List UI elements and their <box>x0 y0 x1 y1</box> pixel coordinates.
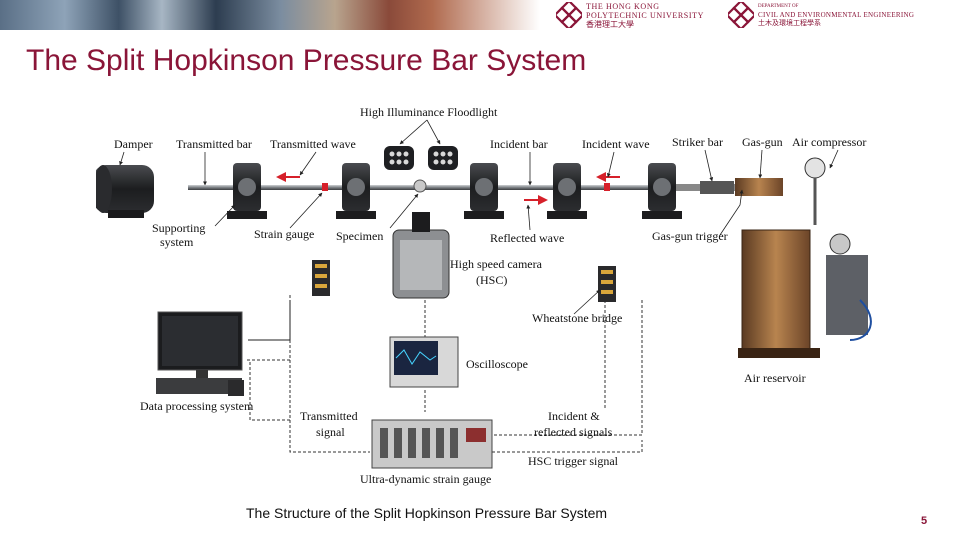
label-hsc-trigger: HSC trigger signal <box>528 454 619 468</box>
polyu-emblem-icon <box>556 2 582 28</box>
floodlights <box>384 146 458 170</box>
label-specimen: Specimen <box>336 229 383 243</box>
damper <box>96 165 154 218</box>
department-logo: DEPARTMENT OF CIVIL AND ENVIRONMENTAL EN… <box>728 2 914 28</box>
label-supporting: Supporting <box>152 221 205 235</box>
header-banner: THE HONG KONG POLYTECHNIC UNIVERSITY 香港理… <box>0 0 960 30</box>
solid-lines <box>248 300 291 341</box>
logo-line: POLYTECHNIC UNIVERSITY <box>586 10 704 20</box>
label-incident-and: Incident & <box>548 409 600 423</box>
label-floodlight: High Illuminance Floodlight <box>360 105 498 119</box>
polyu-logo: THE HONG KONG POLYTECHNIC UNIVERSITY 香港理… <box>556 1 704 29</box>
logo-line: CIVIL AND ENVIRONMENTAL ENGINEERING <box>758 11 915 19</box>
label-strain-gauge: Strain gauge <box>254 227 314 241</box>
data-processing-computer <box>156 311 244 396</box>
label-air-compressor: Air compressor <box>792 135 866 149</box>
hsc-trigger-line <box>492 440 643 453</box>
label-strain-gauge-device: Ultra-dynamic strain gauge <box>360 472 491 486</box>
logo-line: THE HONG KONG <box>586 1 660 11</box>
label-gas-gun: Gas-gun <box>742 135 783 149</box>
logo-line: 土木及環境工程學系 <box>758 19 821 27</box>
page-number: 5 <box>921 515 928 527</box>
label-transmitted-wave: Transmitted wave <box>270 137 356 151</box>
label-transmitted-signal: Transmitted <box>300 409 358 423</box>
label-hsc: High speed camera <box>450 257 543 271</box>
air-compressor-unit <box>804 157 872 341</box>
gun-barrel <box>658 184 738 191</box>
high-speed-camera <box>392 212 450 299</box>
banner-photo <box>0 0 540 30</box>
label-oscilloscope: Oscilloscope <box>466 357 528 371</box>
wave-arrows <box>276 172 620 205</box>
label-incident-bar: Incident bar <box>490 137 548 151</box>
gas-gun-body <box>735 178 783 196</box>
label-gas-gun-trigger: Gas-gun trigger <box>652 229 728 243</box>
label-data-processing: Data processing system <box>140 399 254 413</box>
label-striker-bar: Striker bar <box>672 135 723 149</box>
callout-lines <box>119 119 839 315</box>
department-emblem-icon <box>728 2 754 28</box>
logo-line: 香港理工大學 <box>586 19 634 29</box>
oscilloscope-device <box>389 336 459 388</box>
incident-signal-line <box>492 300 643 436</box>
logo-line: DEPARTMENT OF <box>758 4 799 9</box>
label-system: system <box>160 235 194 249</box>
label-air-reservoir: Air reservoir <box>744 371 806 385</box>
strain-gauge-device <box>371 419 493 469</box>
label-signal: signal <box>316 425 345 439</box>
computer-link-line <box>248 300 291 341</box>
label-incident-wave: Incident wave <box>582 137 650 151</box>
strain-gauge-mark <box>322 183 328 191</box>
label-damper: Damper <box>114 137 153 151</box>
label-wheatstone: Wheatstone bridge <box>532 311 622 325</box>
wheatstone-bridges <box>312 260 616 302</box>
label-transmitted-bar: Transmitted bar <box>176 137 252 151</box>
transmitted-signal-line <box>289 295 370 453</box>
shpb-diagram: High Illuminance Floodlight Damper Trans… <box>96 105 872 486</box>
slide-title: The Split Hopkinson Pressure Bar System <box>26 44 587 77</box>
label-hsc-abbrev: (HSC) <box>476 273 507 287</box>
label-reflected-signals: reflected signals <box>534 425 613 439</box>
striker-bar-shape <box>700 181 734 194</box>
figure-caption: The Structure of the Split Hopkinson Pre… <box>246 505 608 521</box>
signal-lines <box>245 295 643 453</box>
supports <box>227 163 682 219</box>
specimen-shape <box>413 179 427 193</box>
air-reservoir-tank <box>738 229 820 358</box>
data-return-line <box>249 360 290 421</box>
label-reflected-wave: Reflected wave <box>490 231 564 245</box>
strain-gauge-mark <box>604 183 610 191</box>
